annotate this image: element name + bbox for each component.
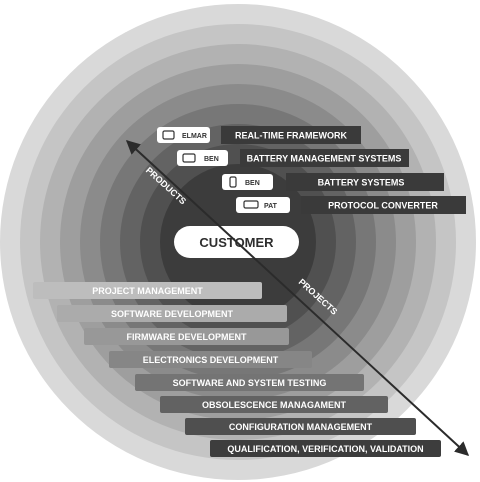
service-row: FIRMWARE DEVELOPMENT bbox=[84, 328, 289, 345]
product-row-protocol-converter: PROTOCOL CONVERTER PAT bbox=[236, 196, 466, 214]
product-badge bbox=[177, 150, 228, 166]
service-label: ELECTRONICS DEVELOPMENT bbox=[143, 355, 279, 365]
service-row: ELECTRONICS DEVELOPMENT bbox=[109, 351, 312, 368]
product-bar bbox=[221, 126, 361, 144]
product-badge-text: ELMAR bbox=[182, 133, 207, 140]
product-row-battery-management-systems: BATTERY MANAGEMENT SYSTEMS BEN bbox=[177, 149, 409, 167]
service-label: PROJECT MANAGEMENT bbox=[92, 286, 203, 296]
service-row: SOFTWARE DEVELOPMENT bbox=[57, 305, 287, 322]
service-label: SOFTWARE AND SYSTEM TESTING bbox=[173, 378, 327, 388]
product-row-realtime-framework: REAL-TIME FRAMEWORK ELMAR bbox=[157, 126, 361, 144]
service-label: OBSOLESCENCE MANAGAMENT bbox=[202, 400, 347, 410]
service-row: PROJECT MANAGEMENT bbox=[33, 282, 262, 299]
service-row: OBSOLESCENCE MANAGAMENT bbox=[160, 396, 388, 413]
service-label: FIRMWARE DEVELOPMENT bbox=[126, 332, 247, 342]
monitor-icon bbox=[162, 130, 175, 140]
service-label: SOFTWARE DEVELOPMENT bbox=[111, 309, 234, 319]
service-label: CONFIGURATION MANAGEMENT bbox=[229, 422, 373, 432]
product-label: BATTERY SYSTEMS bbox=[318, 178, 405, 188]
service-row: QUALIFICATION, VERIFICATION, VALIDATION bbox=[210, 440, 441, 457]
product-label: REAL-TIME FRAMEWORK bbox=[235, 131, 347, 141]
service-label: QUALIFICATION, VERIFICATION, VALIDATION bbox=[227, 444, 423, 454]
product-row-battery-systems: BATTERY SYSTEMS BEN bbox=[222, 173, 444, 191]
service-row: CONFIGURATION MANAGEMENT bbox=[185, 418, 416, 435]
product-badge-text: PAT bbox=[264, 203, 278, 210]
product-badge-text: BEN bbox=[245, 180, 260, 187]
service-row: SOFTWARE AND SYSTEM TESTING bbox=[135, 374, 364, 391]
diagonal-arrow bbox=[125, 140, 470, 456]
product-label: BATTERY MANAGEMENT SYSTEMS bbox=[247, 154, 402, 164]
product-label: PROTOCOL CONVERTER bbox=[328, 201, 438, 211]
product-badge-text: BEN bbox=[204, 156, 219, 163]
